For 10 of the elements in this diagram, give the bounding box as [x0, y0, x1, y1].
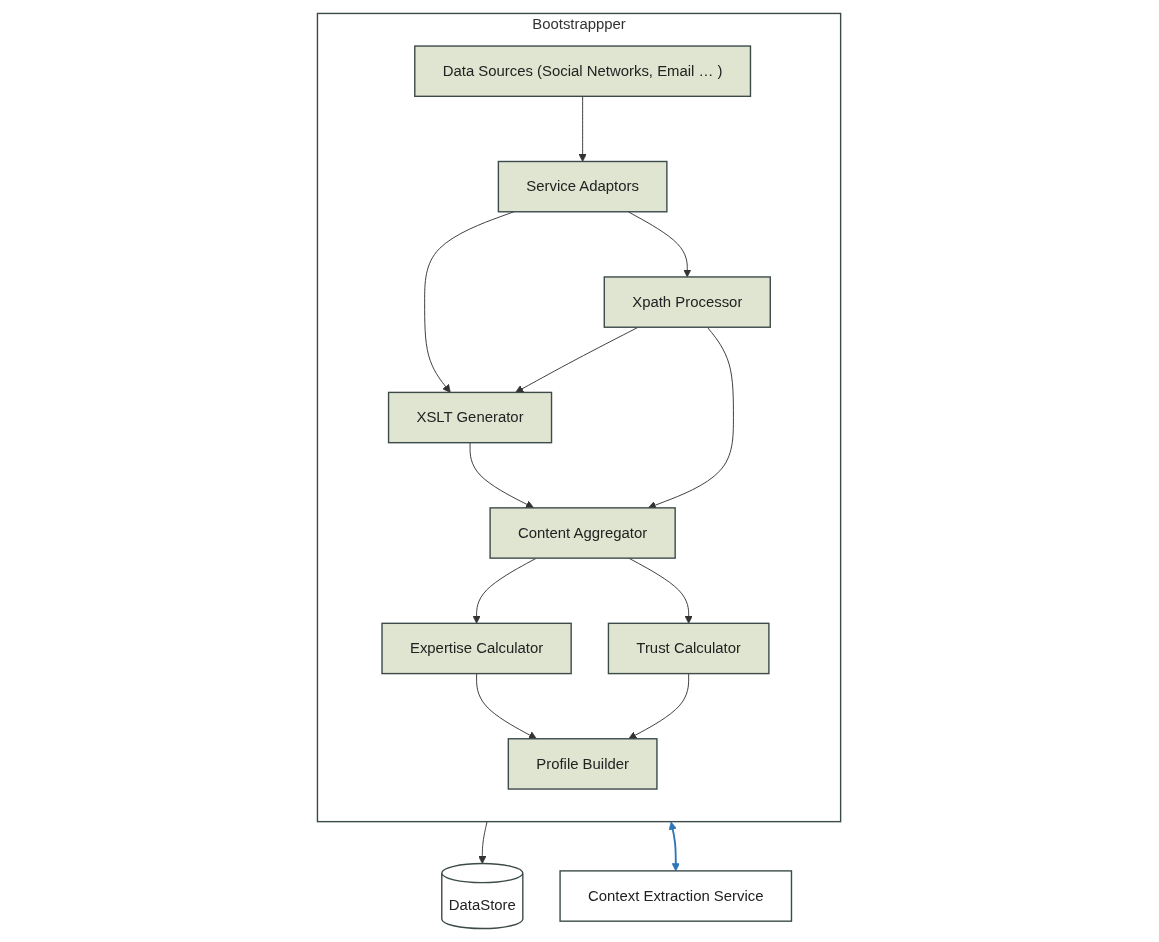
node-box: Expertise Calculator — [381, 622, 573, 675]
arrow — [669, 821, 681, 872]
node-box: Content Aggregator — [489, 507, 677, 559]
node-box: Xpath Processor — [604, 276, 772, 328]
node-box: Profile Builder — [508, 738, 659, 790]
node-box: Trust Calculator — [608, 622, 771, 675]
node-box: Data Sources (Social Networks, Email … ) — [414, 45, 752, 98]
node-box: Service Adaptors — [498, 160, 669, 213]
node-box: XSLT Generator — [388, 391, 553, 444]
node-box: Context Extraction Service — [559, 870, 793, 922]
